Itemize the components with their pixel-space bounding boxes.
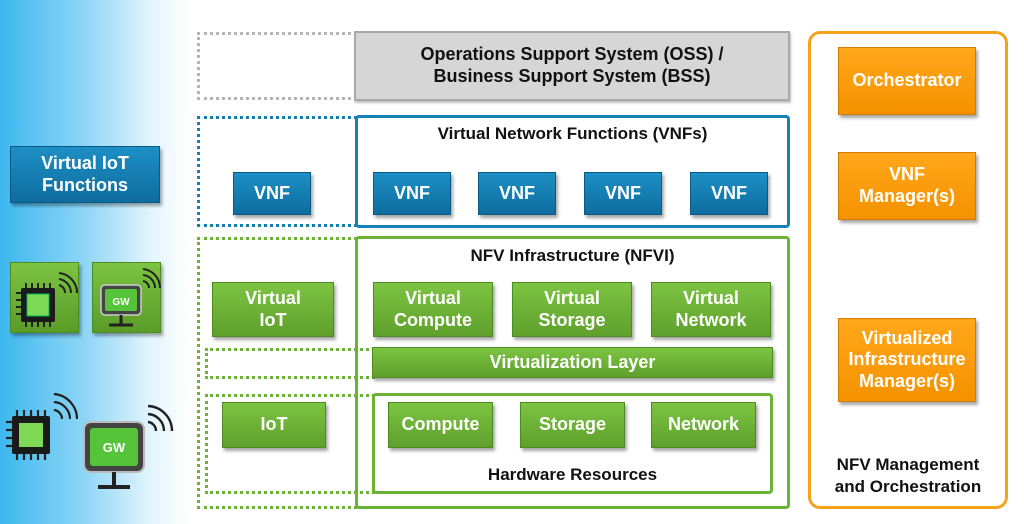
hardware-resources-container: [372, 393, 773, 494]
oss-bss-box: Operations Support System (OSS) / Busine…: [354, 31, 790, 101]
chip-icon: [16, 272, 79, 327]
vnf-box-1: VNF: [373, 172, 451, 215]
network-box: Network: [651, 402, 756, 448]
chip-icon-box: [10, 262, 79, 333]
vnfs-title: Virtual Network Functions (VNFs): [437, 124, 708, 143]
gw-label-large: GW: [103, 440, 126, 455]
oss-bss-dashed-extension: [197, 32, 357, 100]
storage-box: Storage: [520, 402, 625, 448]
iot-vnf-dashed-region: [197, 116, 357, 227]
hardware-resources-title: Hardware Resources: [487, 465, 658, 484]
virtual-iot-functions-box: Virtual IoT Functions: [10, 146, 160, 203]
compute-box: Compute: [388, 402, 493, 448]
vnf-box-4: VNF: [690, 172, 768, 215]
virtual-storage-box: Virtual Storage: [512, 282, 632, 337]
virtual-network-box: Virtual Network: [651, 282, 771, 337]
gateway-icon: GW: [100, 268, 162, 327]
vnf-box-2: VNF: [478, 172, 556, 215]
nfvi-title: NFV Infrastructure (NFVI): [470, 246, 675, 265]
virtual-iot-box: Virtual IoT: [212, 282, 334, 337]
virtualization-layer-dashed-extension: [205, 348, 375, 379]
vim-box: Virtualized Infrastructure Manager(s): [838, 318, 976, 402]
gw-label-small: GW: [112, 297, 130, 308]
nfvi-container: [355, 236, 790, 509]
gateway-icon-large: GW: [83, 404, 174, 489]
virtualization-layer-box: Virtualization Layer: [372, 347, 773, 378]
mano-container: [808, 31, 1008, 509]
iot-nfvi-dashed-region: [197, 237, 357, 509]
hardware-dashed-extension: [205, 394, 375, 494]
vnf-box-3: VNF: [584, 172, 662, 215]
virtual-compute-box: Virtual Compute: [373, 282, 493, 337]
mano-title: NFV Management and Orchestration: [834, 455, 982, 497]
iot-vnf-box: VNF: [233, 172, 311, 215]
orchestrator-box: Orchestrator: [838, 47, 976, 115]
oss-bss-line2: Business Support System (BSS): [433, 66, 711, 86]
oss-bss-line1: Operations Support System (OSS) /: [420, 44, 724, 65]
gateway-icon-box: GW: [92, 262, 162, 333]
chip-icon-large: [6, 392, 78, 460]
vnf-manager-box: VNF Manager(s): [838, 152, 976, 220]
iot-box: IoT: [222, 402, 326, 448]
vnfs-container: [355, 115, 790, 228]
